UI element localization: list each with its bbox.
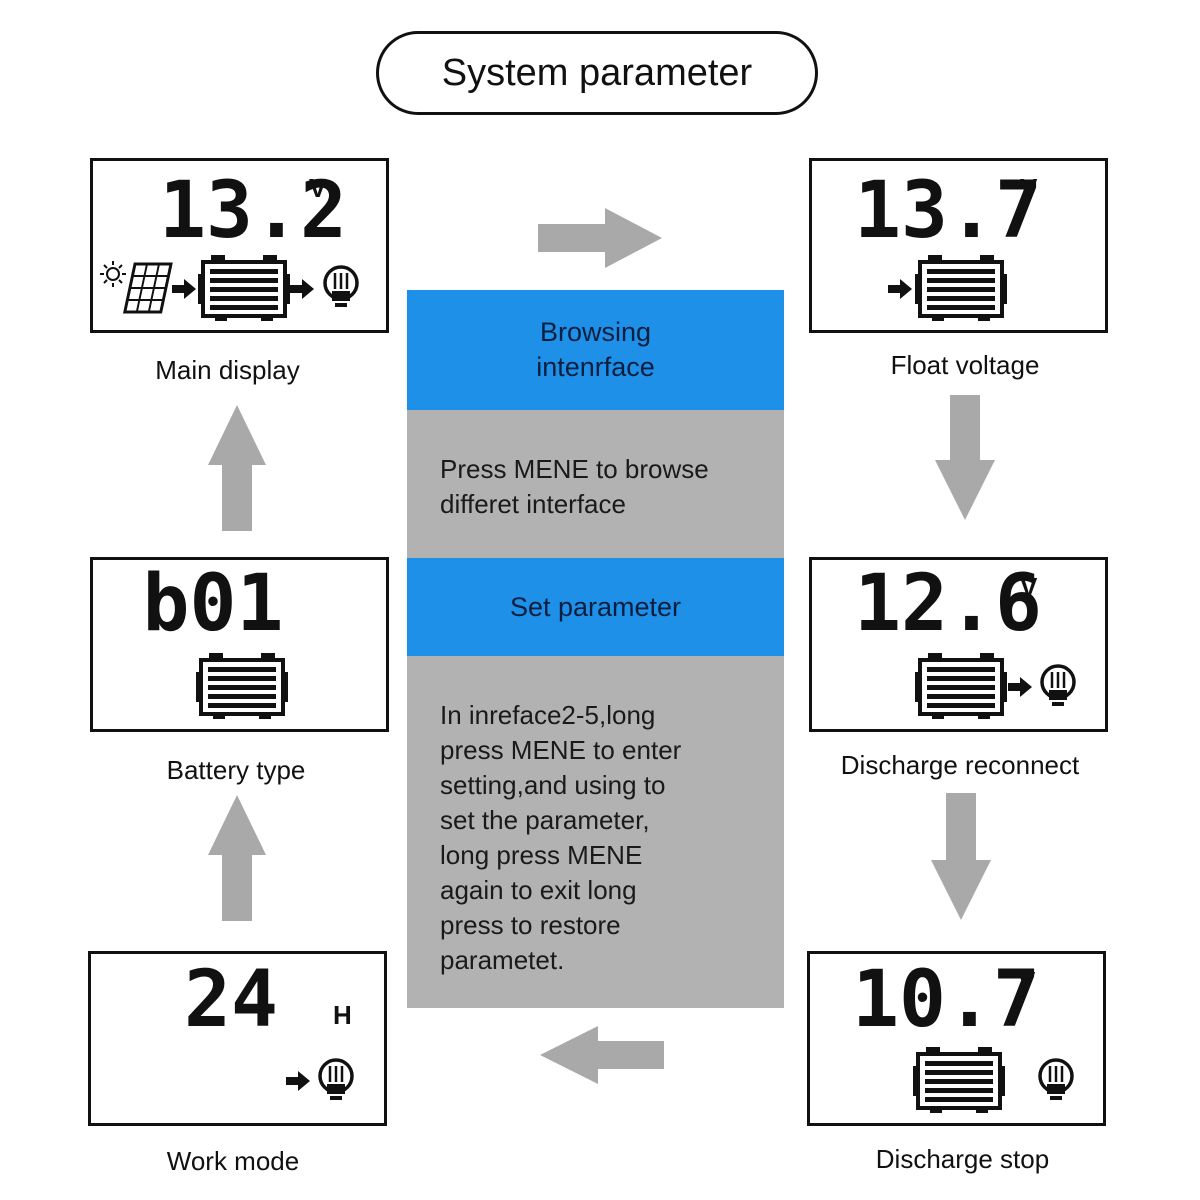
discharge-stop-value: 10.7 bbox=[852, 955, 1040, 1045]
set-desc-line: set the parameter, bbox=[440, 805, 650, 835]
caption-float-voltage: Float voltage bbox=[890, 350, 1040, 380]
discharge-stop-lcd: 10.7 V bbox=[852, 955, 1074, 1115]
battery-type-lcd: b01 bbox=[143, 560, 290, 721]
set-desc-line: press MENE to enter bbox=[440, 735, 682, 765]
panel-discharge-reconnect: 12.6 V bbox=[809, 557, 1108, 732]
set-desc-line: again to exit long bbox=[440, 875, 637, 905]
discharge-reconnect-lcd: 12.6 V bbox=[854, 560, 1076, 721]
arrow-left-bottom bbox=[540, 1026, 664, 1084]
main-display-value: 13.2 bbox=[159, 166, 347, 256]
float-voltage-lcd: 13.7 V bbox=[854, 166, 1042, 323]
set-desc-line: In inreface2-5,long bbox=[440, 700, 656, 730]
caption-discharge-reconnect: Discharge reconnect bbox=[840, 750, 1080, 780]
browse-desc-line: differet interface bbox=[440, 489, 626, 519]
set-desc-line: parametet. bbox=[440, 945, 565, 975]
panel-work-mode: 24 H bbox=[88, 951, 387, 1126]
caption-main-display: Main display bbox=[155, 355, 300, 385]
arrow-up-left-1 bbox=[208, 405, 266, 531]
panel-float-voltage: 13.7 V bbox=[809, 158, 1108, 333]
arrow-right-top bbox=[538, 208, 662, 268]
work-mode-lcd: 24 H bbox=[184, 955, 354, 1102]
arrow-down-right-2 bbox=[931, 793, 991, 920]
caption-discharge-stop: Discharge stop bbox=[875, 1144, 1050, 1174]
browsing-title-line1: Browsing bbox=[539, 317, 652, 347]
diagram-title: System parameter bbox=[376, 31, 818, 115]
set-desc-line: long press MENE bbox=[440, 840, 643, 870]
panel-main-display: 13.2 V bbox=[90, 158, 389, 333]
browsing-title-line2: intenrface bbox=[536, 352, 655, 382]
title-text: System parameter bbox=[441, 51, 753, 94]
discharge-reconnect-unit: V bbox=[1020, 572, 1038, 602]
float-voltage-value: 13.7 bbox=[854, 166, 1042, 256]
browse-desc-line: Press MENE to browse bbox=[440, 454, 709, 484]
set-parameter-header: Set parameter bbox=[407, 558, 784, 656]
caption-work-mode: Work mode bbox=[166, 1146, 300, 1176]
set-desc-line: setting,and using to bbox=[440, 770, 666, 800]
browsing-description: Press MENE to browse differet interface bbox=[407, 410, 784, 558]
set-parameter-title: Set parameter bbox=[509, 591, 682, 622]
set-desc-line: press to restore bbox=[440, 910, 621, 940]
arrow-up-left-2 bbox=[208, 795, 266, 921]
float-voltage-unit: V bbox=[1020, 173, 1038, 203]
set-parameter-description: In inreface2-5,long press MENE to enter … bbox=[407, 656, 784, 1008]
arrow-down-right-1 bbox=[935, 395, 995, 520]
main-display-lcd: 13.2 V bbox=[100, 166, 359, 323]
caption-battery-type: Battery type bbox=[166, 755, 306, 785]
panel-battery-type: b01 bbox=[90, 557, 389, 732]
discharge-reconnect-value: 12.6 bbox=[854, 560, 1042, 649]
browsing-interface-header: Browsing intenrface bbox=[407, 290, 784, 410]
battery-type-value: b01 bbox=[143, 560, 284, 649]
sun-icon bbox=[100, 261, 126, 287]
panel-discharge-stop: 10.7 V bbox=[807, 951, 1106, 1126]
solar-panel-icon bbox=[122, 262, 173, 314]
work-mode-value: 24 bbox=[184, 955, 278, 1045]
discharge-stop-unit: V bbox=[1018, 966, 1036, 996]
work-mode-unit: H bbox=[333, 1000, 352, 1030]
main-display-unit: V bbox=[309, 173, 327, 203]
